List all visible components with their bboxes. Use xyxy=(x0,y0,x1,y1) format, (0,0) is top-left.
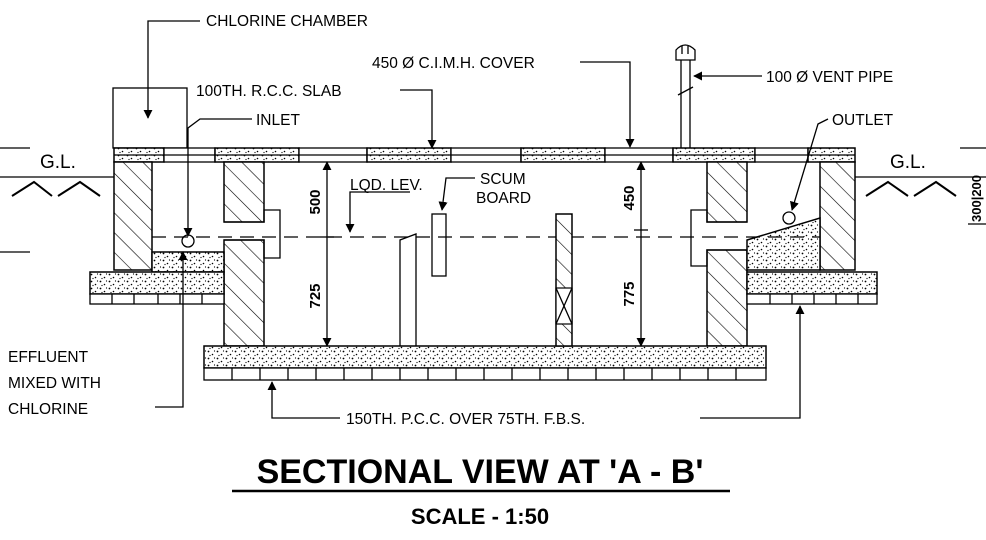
label-liquid-level: LQD. LEV. xyxy=(350,177,423,194)
label-edge-dim: 300|200 xyxy=(969,175,984,222)
left-footing xyxy=(89,271,225,295)
right-footing-brick xyxy=(746,293,878,305)
right-tank-wall xyxy=(706,161,748,223)
drawing-title: SECTIONAL VIEW AT 'A - B' xyxy=(257,453,704,491)
left-outer-wall xyxy=(113,161,153,271)
left-dimension-line xyxy=(320,161,334,347)
dim-left-upper: 500 xyxy=(307,189,324,214)
scum-board xyxy=(431,213,447,277)
outlet-chamber-fill xyxy=(746,216,821,271)
dim-right-lower: 775 xyxy=(621,281,638,306)
chlorine-chamber-fill xyxy=(151,251,225,273)
inlet-tee xyxy=(224,209,281,259)
right-dimension-line xyxy=(634,161,648,347)
ground-line-right xyxy=(855,147,986,197)
dim-right-upper: 450 xyxy=(621,185,638,210)
tank-base-brick xyxy=(203,367,767,381)
label-effluent-2: MIXED WITH xyxy=(8,375,101,392)
dim-left-lower: 725 xyxy=(307,283,324,308)
label-cover: 450 Ø C.I.M.H. COVER xyxy=(372,55,535,72)
label-board: BOARD xyxy=(476,190,531,207)
rcc-top-slab xyxy=(113,147,856,163)
label-effluent-3: CHLORINE xyxy=(8,401,88,418)
label-vent-pipe: 100 Ø VENT PIPE xyxy=(766,69,893,86)
outlet-tee xyxy=(690,209,747,267)
left-tank-wall xyxy=(223,161,265,223)
baffle-wall-left xyxy=(399,233,417,346)
chlorine-chamber-box xyxy=(112,87,188,149)
label-inlet: INLET xyxy=(256,112,300,129)
label-gl-right: G.L. xyxy=(890,152,926,173)
left-tank-wall-lower xyxy=(223,239,265,347)
label-effluent-1: EFFLUENT xyxy=(8,349,89,366)
right-footing xyxy=(746,271,878,295)
label-chlorine-chamber: CHLORINE CHAMBER xyxy=(206,13,368,30)
label-outlet: OUTLET xyxy=(832,112,894,129)
tank-base-slab xyxy=(203,345,767,369)
right-tank-wall-lower xyxy=(706,249,748,347)
left-footing-brick xyxy=(89,293,225,305)
label-scum: SCUM xyxy=(480,171,526,188)
drawing-scale: SCALE - 1:50 xyxy=(411,504,549,529)
vent-pipe xyxy=(675,44,696,148)
right-outer-wall xyxy=(819,161,856,271)
baffle-opening xyxy=(555,287,573,325)
label-slab: 100TH. R.C.C. SLAB xyxy=(196,83,342,100)
label-gl-left: G.L. xyxy=(40,152,76,173)
label-base: 150TH. P.C.C. OVER 75TH. F.B.S. xyxy=(346,411,585,428)
ground-line-left xyxy=(0,147,114,253)
baffle-wall-right xyxy=(555,213,573,347)
leader-lines xyxy=(143,20,829,419)
outlet-circle xyxy=(782,211,796,225)
